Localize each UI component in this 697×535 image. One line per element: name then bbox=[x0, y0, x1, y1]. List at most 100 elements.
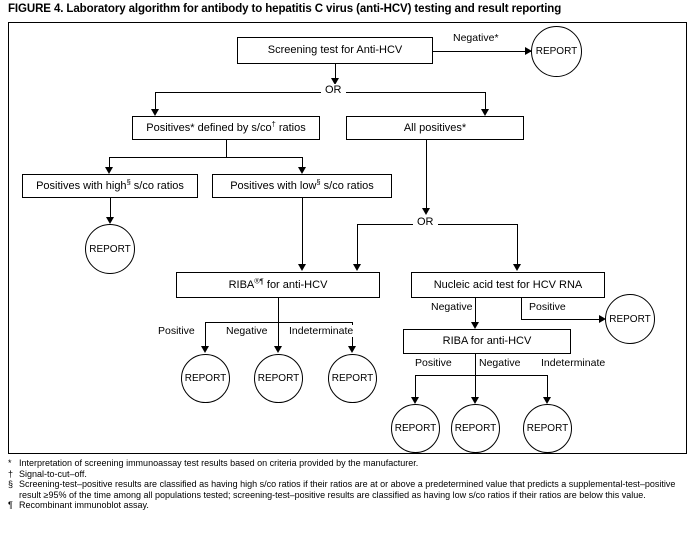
node-all-positives-label: All positives* bbox=[403, 121, 467, 134]
edge-riba-right-down bbox=[475, 354, 476, 375]
label-negative-star: Negative* bbox=[451, 32, 501, 44]
label-riba-left-positive: Positive bbox=[156, 325, 197, 337]
report-label: REPORT bbox=[184, 373, 227, 384]
arrowhead-riba-left-positive bbox=[201, 346, 209, 353]
footnote-marker: * bbox=[8, 458, 12, 468]
edge-screening-down bbox=[335, 64, 336, 82]
footnotes: * Interpretation of screening immunoassa… bbox=[8, 458, 690, 511]
edge-screening-to-report bbox=[433, 51, 531, 52]
report-label: REPORT bbox=[257, 373, 300, 384]
report-label: REPORT bbox=[454, 423, 497, 434]
report-label: REPORT bbox=[609, 313, 651, 325]
footnote-marker: § bbox=[8, 479, 14, 490]
edge-nucleic-positive-down bbox=[521, 298, 522, 319]
label-riba-right-indeterminate: Indeterminate bbox=[539, 357, 608, 369]
label-or-top: OR bbox=[321, 84, 346, 96]
footnote-text: Screening-test–positive results are clas… bbox=[19, 479, 676, 500]
report-circle-riba-right-positive[interactable]: REPORT bbox=[391, 404, 440, 453]
edge-riba-right-positive bbox=[415, 375, 416, 401]
node-riba-right-label: RIBA for anti-HCV bbox=[442, 335, 532, 348]
edge-all-positives-down bbox=[426, 140, 427, 212]
arrowhead-or-mid-left bbox=[353, 264, 361, 271]
report-circle-riba-right-negative[interactable]: REPORT bbox=[451, 404, 500, 453]
report-label: REPORT bbox=[394, 423, 437, 434]
edge-riba-left-positive bbox=[205, 322, 206, 350]
node-all-positives[interactable]: All positives* bbox=[346, 116, 524, 140]
label-riba-left-negative: Negative bbox=[224, 325, 270, 337]
node-nucleic-acid-test-label: Nucleic acid test for HCV RNA bbox=[433, 278, 583, 291]
report-circle-high-sco[interactable]: REPORT bbox=[85, 224, 135, 274]
label-nucleic-positive: Positive bbox=[527, 301, 568, 313]
arrowhead-high-sco-to-report bbox=[106, 217, 114, 224]
edge-or-top-right-down bbox=[485, 92, 486, 113]
arrowhead-or-top-right bbox=[481, 109, 489, 116]
arrowhead-riba-left-indeterminate bbox=[348, 346, 356, 353]
label-riba-left-indeterminate: Indeterminate bbox=[287, 325, 356, 337]
node-high-sco-label: Positives with high§ s/co ratios bbox=[36, 177, 184, 192]
arrowhead-low-sco-down bbox=[298, 264, 306, 271]
label-riba-right-positive: Positive bbox=[413, 357, 454, 369]
node-screening-test[interactable]: Screening test for Anti-HCV bbox=[237, 37, 433, 64]
arrowhead-screening-to-report bbox=[525, 47, 532, 55]
arrowhead-riba-right-negative bbox=[471, 397, 479, 404]
report-label: REPORT bbox=[526, 423, 569, 434]
node-high-sco[interactable]: Positives with high§ s/co ratios bbox=[22, 174, 198, 198]
node-screening-test-label: Screening test for Anti-HCV bbox=[267, 44, 403, 57]
edge-riba-right-split bbox=[415, 375, 547, 376]
report-circle-riba-left-indeterminate[interactable]: REPORT bbox=[328, 354, 377, 403]
edge-riba-right-indeterminate bbox=[547, 375, 548, 401]
edge-or-mid-left-down bbox=[357, 224, 358, 268]
flowchart-frame: Screening test for Anti-HCV Negative* RE… bbox=[8, 22, 687, 454]
node-positives-sco-label: Positives* defined by s/co† ratios bbox=[146, 119, 306, 134]
edge-to-high-sco bbox=[109, 157, 110, 171]
footnote-text: Interpretation of screening immunoassay … bbox=[19, 458, 419, 468]
report-circle-nucleic-positive[interactable]: REPORT bbox=[605, 294, 655, 344]
node-riba-left[interactable]: RIBA®¶ for anti-HCV bbox=[176, 272, 380, 298]
report-circle-riba-right-indeterminate[interactable]: REPORT bbox=[523, 404, 572, 453]
footnote-item: § Screening-test–positive results are cl… bbox=[8, 479, 690, 500]
edge-or-top-left-down bbox=[155, 92, 156, 113]
node-riba-right[interactable]: RIBA for anti-HCV bbox=[403, 329, 571, 354]
label-riba-right-negative: Negative bbox=[477, 357, 523, 369]
edge-riba-left-down bbox=[278, 298, 279, 322]
edge-riba-right-negative bbox=[475, 375, 476, 401]
footnote-item: * Interpretation of screening immunoassa… bbox=[8, 458, 690, 469]
figure-title: FIGURE 4. Laboratory algorithm for antib… bbox=[8, 3, 562, 15]
arrowhead-nucleic-positive bbox=[599, 315, 606, 323]
arrowhead-to-low-sco bbox=[298, 167, 306, 174]
edge-low-sco-down bbox=[302, 198, 303, 268]
footnote-marker: † bbox=[8, 468, 14, 479]
report-label: REPORT bbox=[331, 373, 374, 384]
edge-nucleic-negative-down bbox=[475, 298, 476, 326]
label-nucleic-negative: Negative bbox=[429, 301, 475, 313]
edge-positives-sco-split bbox=[109, 157, 302, 158]
node-riba-left-label: RIBA®¶ for anti-HCV bbox=[228, 276, 328, 291]
node-nucleic-acid-test[interactable]: Nucleic acid test for HCV RNA bbox=[411, 272, 605, 298]
arrowhead-all-positives-down bbox=[422, 208, 430, 215]
arrowhead-riba-right-indeterminate bbox=[543, 397, 551, 404]
report-circle-negative-screening[interactable]: REPORT bbox=[531, 26, 582, 77]
report-circle-riba-left-negative[interactable]: REPORT bbox=[254, 354, 303, 403]
report-label: REPORT bbox=[535, 46, 578, 57]
arrowhead-riba-left-negative bbox=[274, 346, 282, 353]
node-low-sco[interactable]: Positives with low§ s/co ratios bbox=[212, 174, 392, 198]
report-circle-riba-left-positive[interactable]: REPORT bbox=[181, 354, 230, 403]
arrowhead-nucleic-negative bbox=[471, 322, 479, 329]
edge-or-mid-right-down bbox=[517, 224, 518, 268]
label-or-mid: OR bbox=[413, 216, 438, 228]
footnote-marker: ¶ bbox=[8, 500, 13, 511]
footnote-item: ¶ Recombinant immunoblot assay. bbox=[8, 500, 690, 511]
edge-high-sco-to-report bbox=[110, 198, 111, 221]
edge-nucleic-positive-right bbox=[521, 319, 603, 320]
footnote-text: Recombinant immunoblot assay. bbox=[19, 500, 149, 511]
arrowhead-riba-right-positive bbox=[411, 397, 419, 404]
report-label: REPORT bbox=[89, 243, 131, 255]
arrowhead-to-high-sco bbox=[105, 167, 113, 174]
edge-or-top-bar bbox=[155, 92, 485, 93]
node-low-sco-label: Positives with low§ s/co ratios bbox=[230, 177, 374, 192]
footnote-text: Signal-to-cut–off. bbox=[19, 468, 87, 479]
node-positives-sco[interactable]: Positives* defined by s/co† ratios bbox=[132, 116, 320, 140]
arrowhead-or-top-left bbox=[151, 109, 159, 116]
edge-positives-sco-down bbox=[226, 140, 227, 157]
